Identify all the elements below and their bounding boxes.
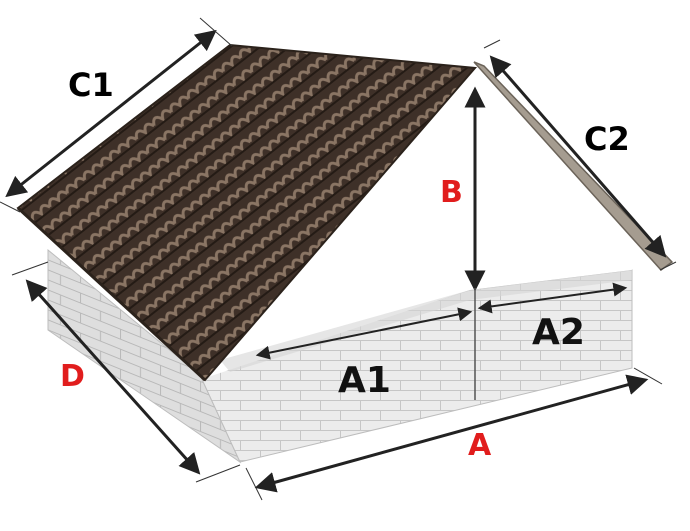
label-c1: C1 — [68, 66, 114, 104]
ext-line-3 — [483, 39, 501, 49]
arrow-c1 — [5, 29, 217, 198]
arrow-d — [25, 279, 201, 475]
label-a2: A2 — [532, 312, 585, 353]
ext-line-7 — [245, 467, 263, 501]
label-a: A — [468, 428, 492, 463]
ext-line-4 — [659, 261, 677, 271]
ext-line-5 — [11, 261, 49, 276]
arrow-c2 — [489, 55, 667, 258]
label-c2: C2 — [584, 120, 630, 158]
ext-line-8 — [633, 367, 663, 385]
label-b: B — [440, 175, 463, 210]
label-d: D — [60, 359, 85, 394]
arrow-a — [254, 374, 649, 493]
ext-line-2 — [0, 201, 21, 213]
wall-shadow — [220, 270, 632, 372]
arrow-a2 — [477, 282, 628, 314]
label-a1: A1 — [338, 360, 391, 401]
ext-line-1 — [199, 17, 233, 47]
arrow-a1 — [255, 307, 473, 360]
ext-line-6 — [195, 464, 241, 483]
